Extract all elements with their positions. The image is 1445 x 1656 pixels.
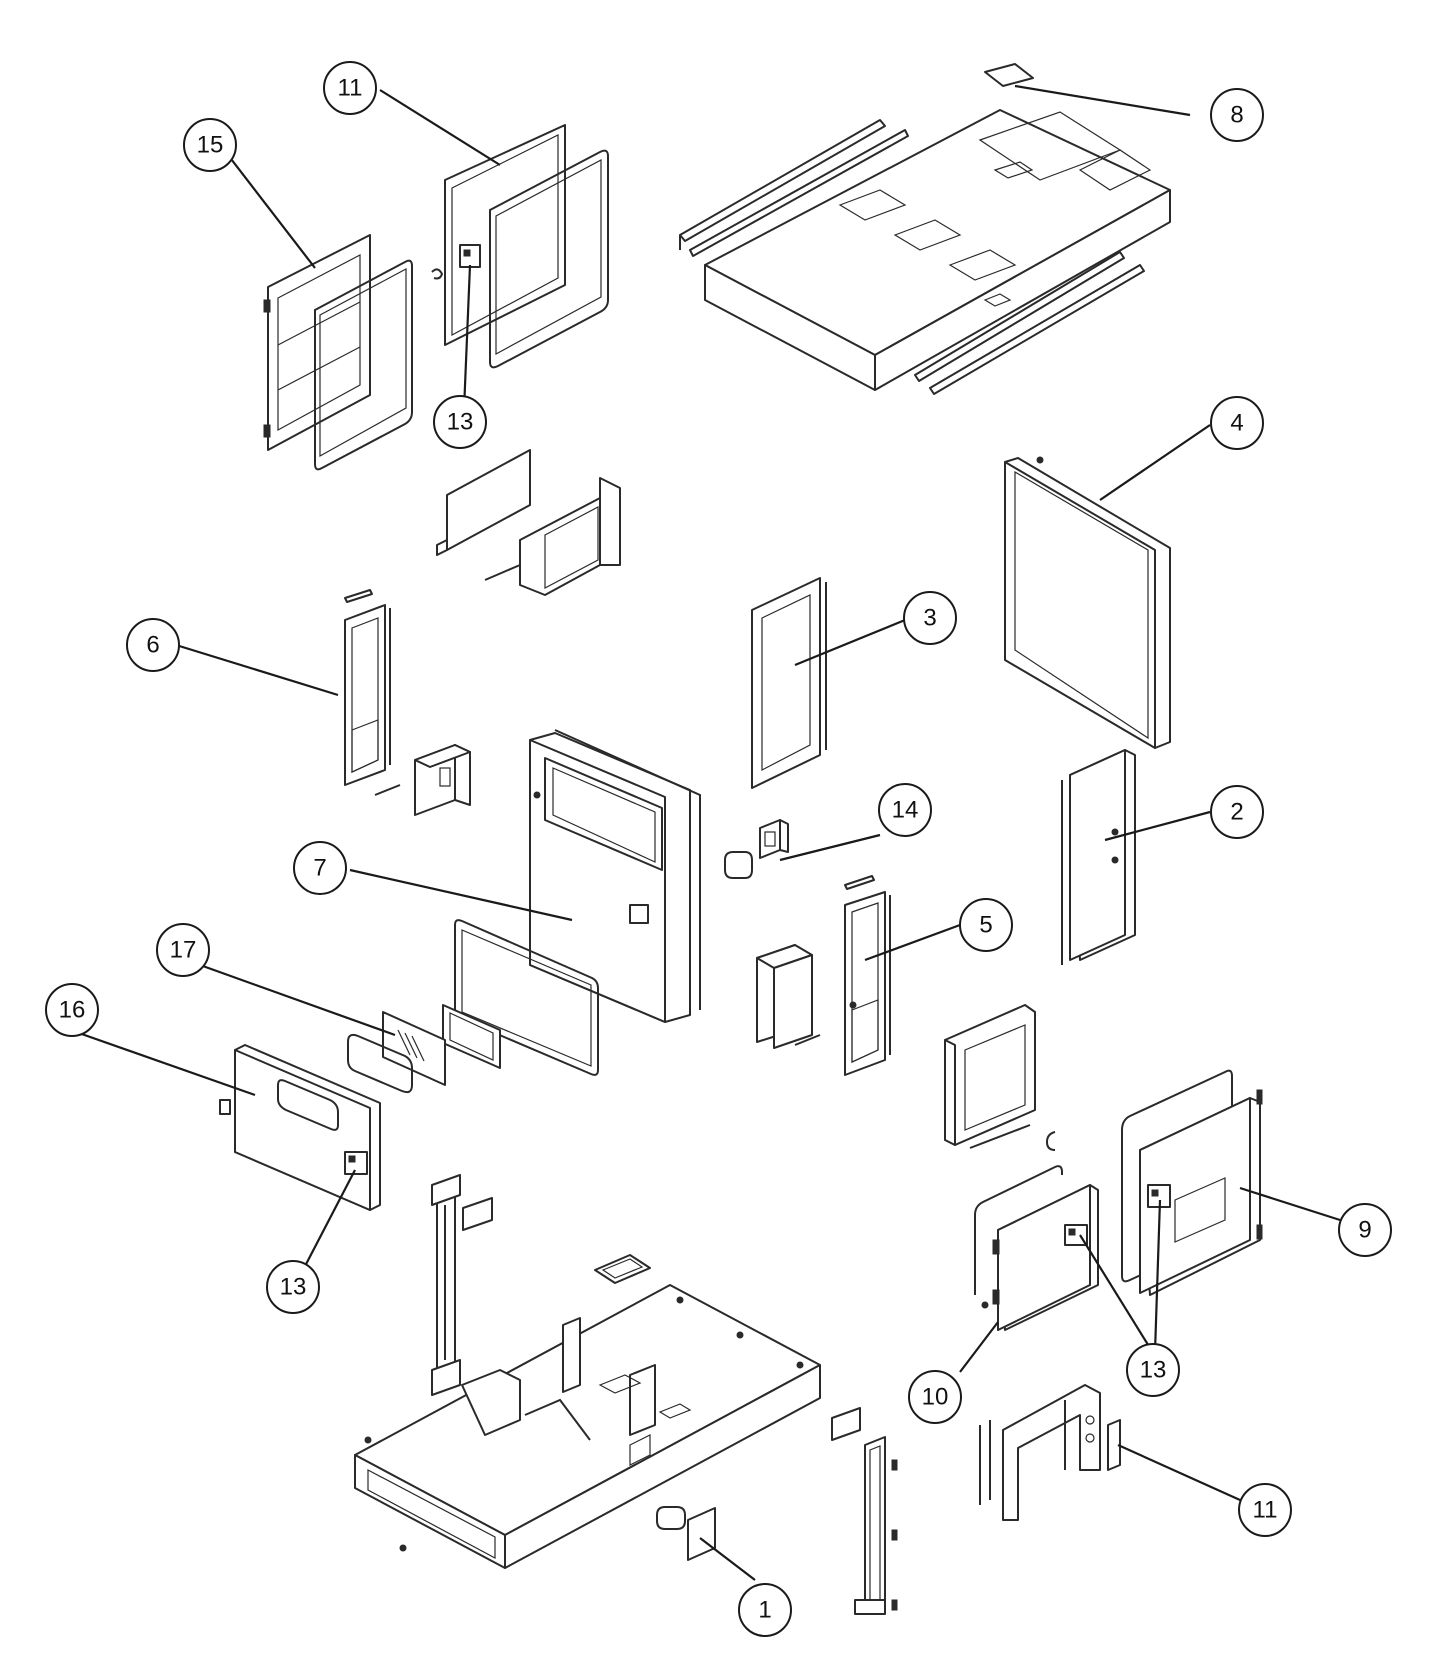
callout-label-2: 2 (1230, 799, 1243, 826)
callout-13-top: 13 (433, 395, 487, 449)
callout-14: 14 (878, 783, 932, 837)
front-door-7 (529, 732, 691, 1023)
back-panel-4 (1004, 456, 1171, 749)
callout-8: 8 (1210, 88, 1264, 142)
window-bezel (347, 1033, 413, 1094)
base-bracket (656, 1506, 716, 1561)
callout-label-10: 10 (922, 1384, 949, 1411)
leader-lines (75, 84, 1341, 1581)
callout-2: 2 (1210, 785, 1264, 839)
roof-clip (984, 63, 1034, 87)
door-panel-11 (444, 124, 566, 346)
door-panel-9 (1139, 1089, 1263, 1296)
callout-4: 4 (1210, 396, 1264, 450)
window-frame (442, 1004, 501, 1069)
door-gasket-11 (489, 149, 609, 369)
door-panel-15 (263, 234, 371, 451)
roof-panel (704, 109, 1171, 391)
callout-label-13-top: 13 (447, 409, 474, 436)
open-enclosure (944, 1004, 1056, 1151)
latch-block-14 (759, 819, 789, 859)
callout-label-11-top: 11 (338, 75, 363, 102)
air-shroud (484, 477, 621, 596)
callout-label-17: 17 (170, 937, 197, 964)
callout-label-5: 5 (979, 912, 992, 939)
callout-label-4: 4 (1230, 410, 1243, 437)
callout-6: 6 (126, 618, 180, 672)
callout-3: 3 (903, 591, 957, 645)
callout-label-6: 6 (146, 632, 159, 659)
door-frame-11 (979, 1384, 1121, 1521)
callout-label-1: 1 (758, 1597, 771, 1624)
callout-7: 7 (293, 841, 347, 895)
callout-label-15: 15 (197, 132, 224, 159)
door-panel-10 (981, 1184, 1099, 1331)
callout-1: 1 (738, 1583, 792, 1637)
callout-label-13-left: 13 (280, 1274, 307, 1301)
door-gasket-10 (974, 1165, 1063, 1295)
door-gasket-15 (314, 259, 413, 471)
vertical-rail-right (831, 1407, 898, 1615)
callout-label-13-right-a: 13 (1140, 1357, 1167, 1384)
callout-label-11-bottom: 11 (1253, 1497, 1278, 1524)
junction-box-6 (414, 744, 471, 816)
callout-5: 5 (959, 898, 1013, 952)
junction-box-5 (756, 944, 821, 1049)
door-panel-16 (219, 1044, 381, 1211)
roof-rail-front (914, 251, 1145, 395)
callout-17: 17 (156, 923, 210, 977)
callout-13-left: 13 (266, 1260, 320, 1314)
base-unit (354, 1254, 821, 1569)
callout-9: 9 (1338, 1203, 1392, 1257)
side-panel-3 (751, 577, 827, 789)
baffle-plate (436, 449, 531, 556)
side-panel-5 (844, 875, 891, 1076)
callout-15: 15 (183, 118, 237, 172)
roof-rail-rear (679, 119, 909, 257)
callout-11-bottom: 11 (1238, 1483, 1292, 1537)
callout-label-16: 16 (59, 997, 86, 1024)
callout-10: 10 (908, 1370, 962, 1424)
door-gasket-7 (554, 729, 701, 1010)
vertical-rail-left (431, 1174, 493, 1396)
callout-11-top: 11 (323, 61, 377, 115)
callout-label-8: 8 (1230, 102, 1243, 129)
callout-label-9: 9 (1358, 1217, 1371, 1244)
callout-16: 16 (45, 983, 99, 1037)
door-latch-small (431, 268, 444, 280)
callout-label-7: 7 (313, 855, 326, 882)
callout-label-14: 14 (892, 797, 919, 824)
glass-pane-17 (382, 1011, 446, 1086)
latch-gasket-14 (724, 851, 753, 879)
side-panel-6 (344, 589, 401, 796)
callout-13-right-a: 13 (1126, 1343, 1180, 1397)
side-panel-2 (1061, 749, 1136, 965)
callout-label-3: 3 (923, 605, 936, 632)
